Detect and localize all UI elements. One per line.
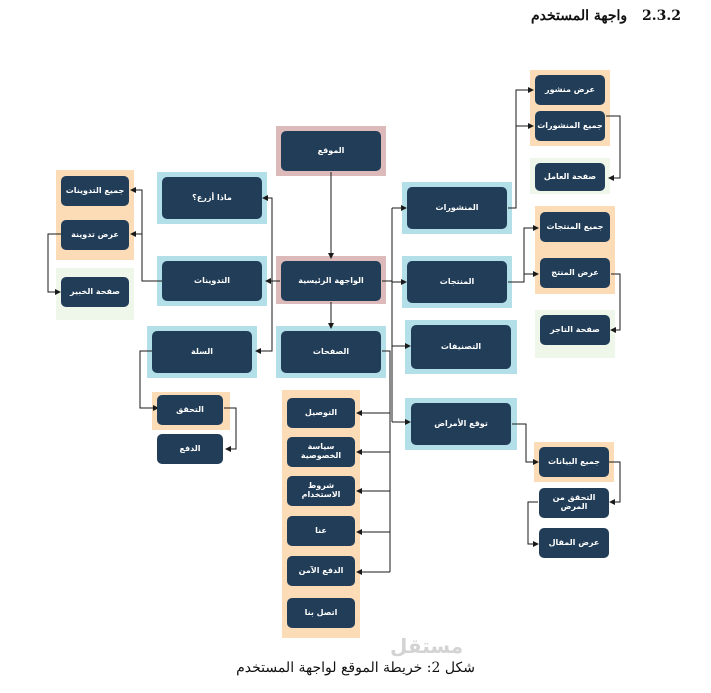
node-contact: اتصل بنا bbox=[287, 598, 355, 628]
watermark: مستقل bbox=[390, 634, 464, 658]
node-terms: شروط الاستخدام bbox=[287, 476, 355, 506]
node-all-data: جميع البيانات bbox=[539, 447, 609, 477]
node-products: المنتجات bbox=[407, 261, 507, 303]
node-all-posts: جميع المنشورات bbox=[535, 111, 605, 141]
node-secure-pay: الدفع الآمن bbox=[287, 556, 355, 586]
group-pages-children bbox=[282, 390, 360, 638]
node-posts: المنشورات bbox=[407, 187, 507, 229]
node-what-to-plant: ماذا أزرع؟ bbox=[162, 177, 262, 219]
node-all-products: جميع المنتجات bbox=[540, 212, 610, 242]
section-heading: 2.3.2 واجهة المستخدم bbox=[531, 8, 681, 24]
node-view-article: عرض المقال bbox=[539, 528, 609, 558]
node-blogs: التدوينات bbox=[162, 261, 262, 301]
node-symptoms: توقع الأمراض bbox=[411, 403, 511, 445]
node-site: الموقع bbox=[281, 131, 381, 171]
section-number: 2.3.2 bbox=[642, 8, 681, 24]
node-about: عنا bbox=[287, 516, 355, 546]
node-worker-page: صفحة العامل bbox=[535, 163, 605, 191]
node-pay: الدفع bbox=[157, 434, 223, 464]
node-view-product: عرض المنتج bbox=[540, 258, 610, 288]
node-expert-page: صفحة الخبير bbox=[61, 277, 129, 307]
section-title: واجهة المستخدم bbox=[530, 8, 628, 24]
node-check: التحقق bbox=[157, 395, 223, 425]
node-categories: التصنيفات bbox=[411, 325, 511, 369]
node-check-disease: التحقق من المرض bbox=[539, 488, 609, 518]
node-home: الواجهة الرئيسية bbox=[281, 261, 381, 301]
figure-caption: شكل 2: خريطة الموقع لواجهة المستخدم bbox=[236, 660, 475, 676]
node-view-post: عرض منشور bbox=[535, 75, 605, 105]
node-merchant-page: صفحة التاجر bbox=[540, 315, 610, 345]
node-delivery: التوصيل bbox=[287, 398, 355, 428]
node-all-blogs: جميع التدوينات bbox=[61, 176, 129, 206]
node-cart: السلة bbox=[152, 331, 252, 373]
node-privacy: سياسة الخصوصية bbox=[287, 437, 355, 467]
node-pages: الصفحات bbox=[281, 331, 381, 373]
node-view-blog: عرض تدوينة bbox=[61, 220, 129, 250]
